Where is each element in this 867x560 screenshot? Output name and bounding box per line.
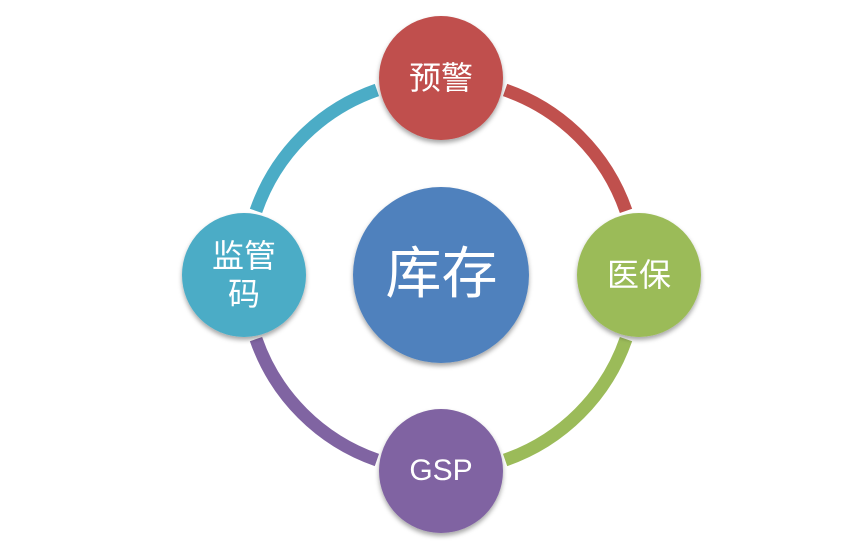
node-circle-bottom [379, 409, 503, 533]
node-label-right: 医保 [606, 255, 671, 294]
node-label-bottom: GSP [409, 454, 473, 487]
connector-arc-right-bottom [502, 336, 633, 467]
connector-arc-top-right [502, 83, 633, 214]
node-circle-left [182, 213, 306, 337]
node-circle-right [577, 213, 701, 337]
connector-arc-left-top [249, 83, 380, 214]
node-circle-top [379, 16, 503, 140]
center-circle [353, 187, 529, 363]
node-label-left: 监管 码 [211, 236, 276, 313]
connector-arc-bottom-left [249, 336, 380, 467]
center-label: 库存 [385, 242, 498, 308]
node-label-top: 预警 [408, 58, 473, 97]
